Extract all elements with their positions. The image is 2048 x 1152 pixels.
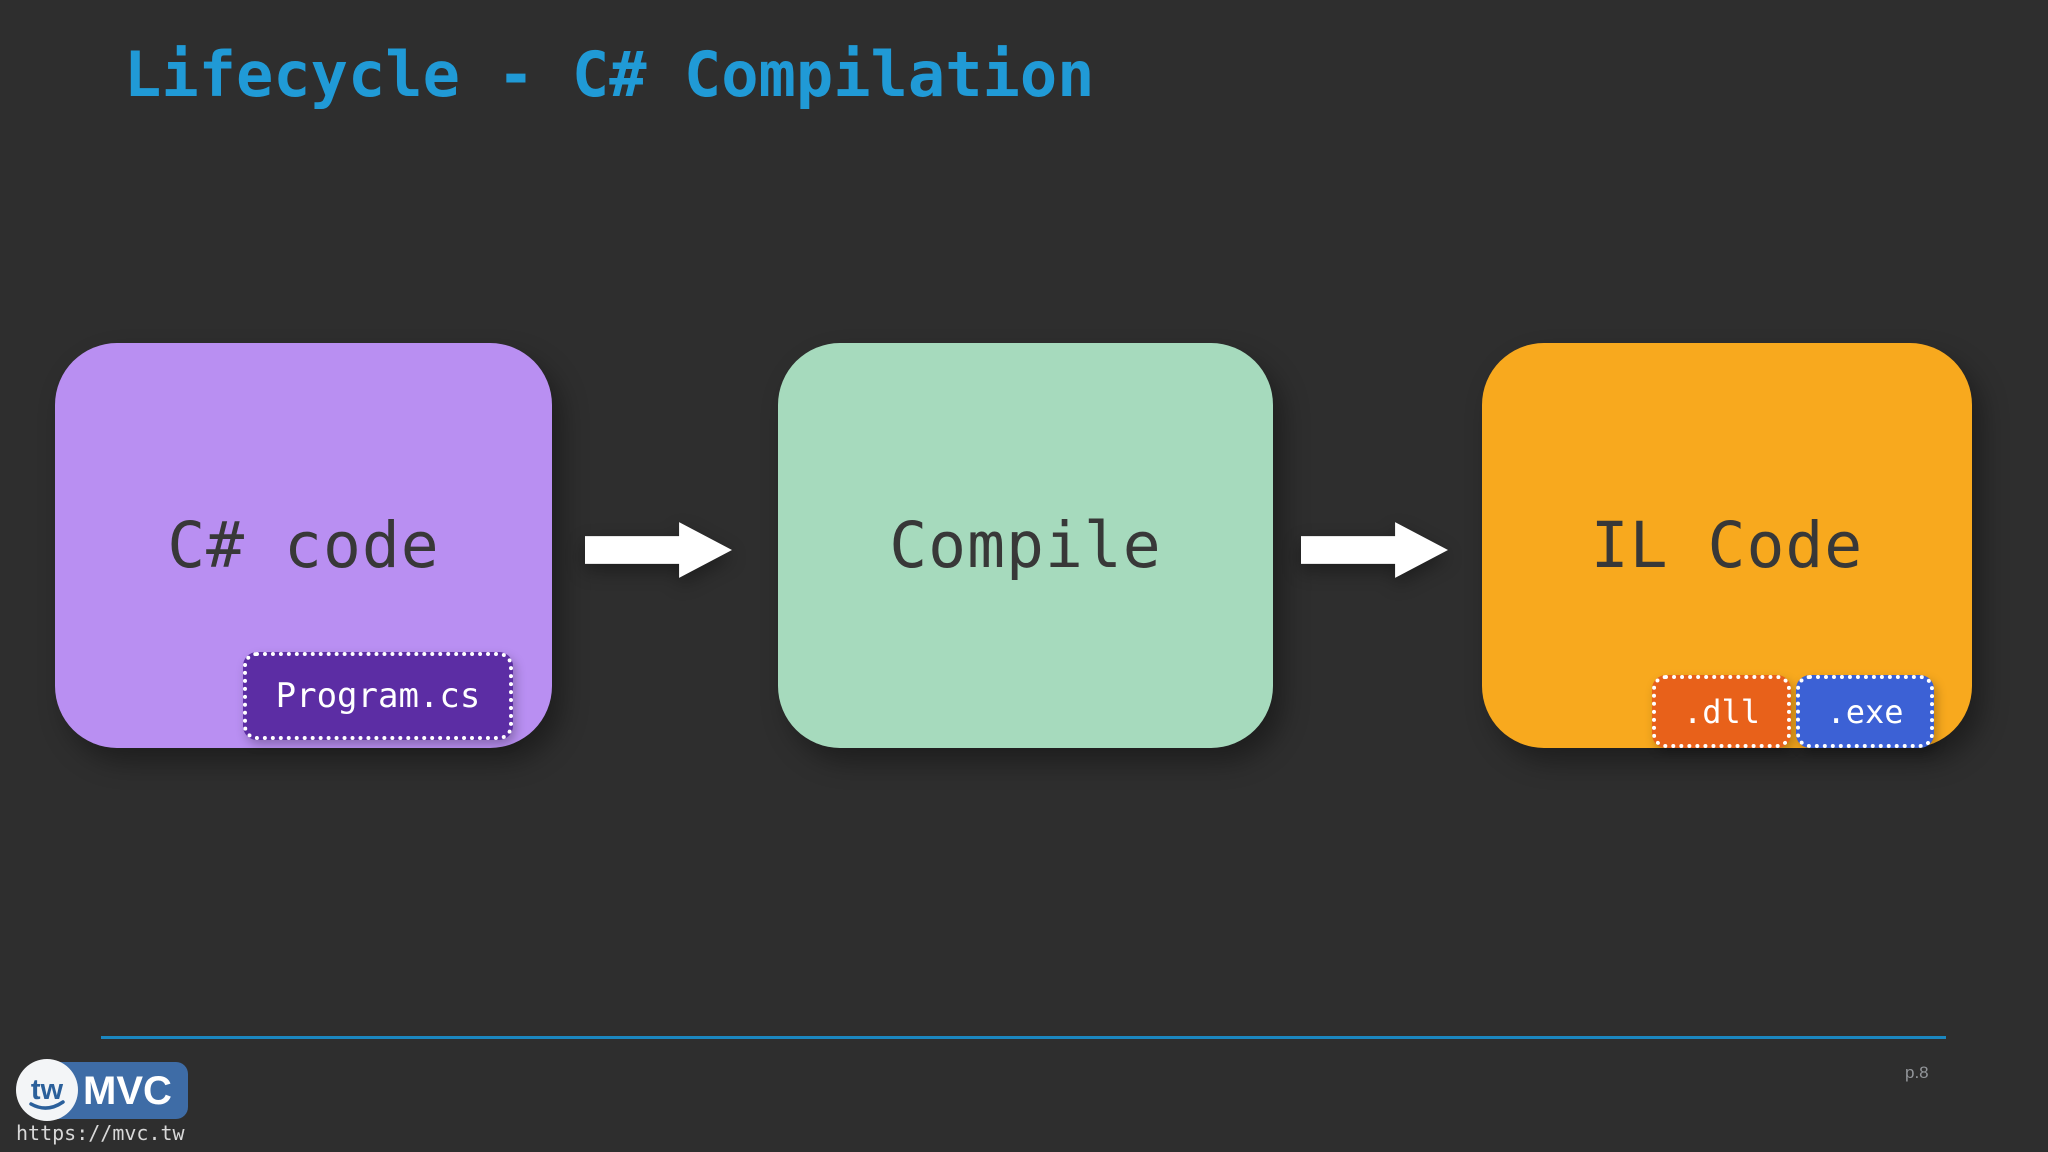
badge-exe: .exe: [1796, 675, 1934, 748]
flow-node-compile: Compile: [778, 343, 1273, 748]
footer-divider: [101, 1036, 1946, 1039]
logo-tw-badge: tw: [31, 1074, 64, 1106]
node-label-compile: Compile: [889, 509, 1162, 582]
logo-swoosh-icon: [29, 1100, 65, 1110]
badge-dll: .dll: [1652, 675, 1791, 748]
badge-program-cs: Program.cs: [243, 652, 513, 740]
right-arrow-icon: [1301, 521, 1448, 579]
logo-mvc-text: MVC: [83, 1069, 172, 1113]
footer-url[interactable]: https://mvc.tw: [16, 1121, 185, 1145]
node-label-csharp-code: C# code: [167, 509, 440, 582]
right-arrow-icon: [585, 521, 732, 579]
slide-title: Lifecycle - C# Compilation: [124, 38, 1095, 111]
twmvc-logo: tw MVC: [16, 1059, 188, 1121]
right-arrow-shape: [585, 522, 732, 578]
node-label-il-code: IL Code: [1590, 509, 1864, 582]
right-arrow-shape: [1301, 522, 1448, 578]
page-number: p.8: [1905, 1063, 1929, 1082]
